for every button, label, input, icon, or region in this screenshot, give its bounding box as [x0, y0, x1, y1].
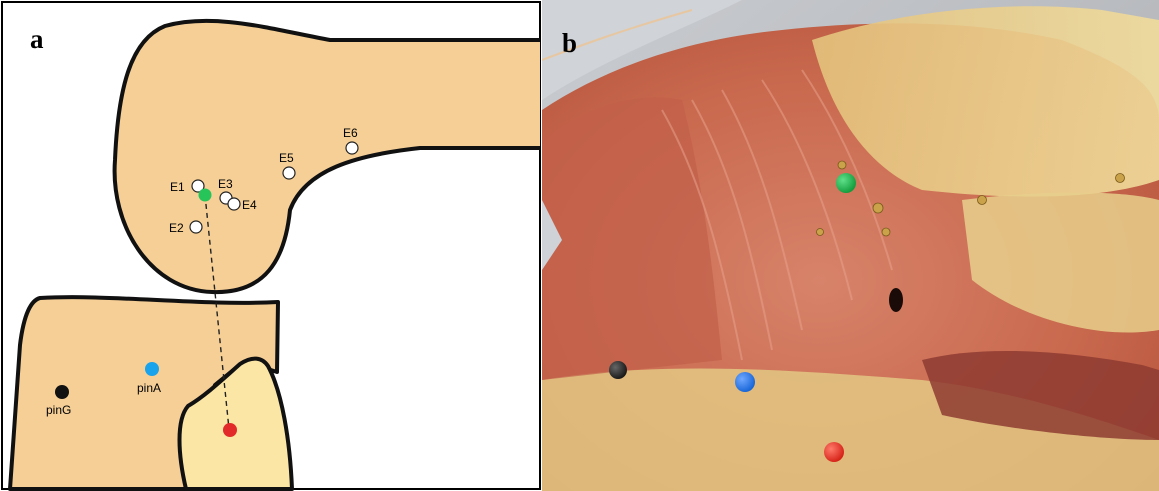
point-e5 [283, 167, 295, 179]
panel-b-letter: b [562, 28, 577, 58]
label-e6: E6 [343, 126, 358, 140]
pin-black [609, 361, 627, 379]
label-e5: E5 [279, 151, 294, 165]
label-e1: E1 [170, 180, 185, 194]
point-e2 [190, 221, 202, 233]
label-pin-a: pinA [137, 381, 161, 395]
label-pin-g: pinG [46, 403, 71, 417]
label-e4: E4 [242, 198, 257, 212]
red-marker [223, 423, 237, 437]
point-e4 [228, 198, 240, 210]
pin-blue [735, 372, 755, 392]
panel-a-letter: a [30, 24, 44, 54]
tissue-hole [889, 288, 903, 312]
pin-g-marker [55, 385, 69, 399]
panel-a-diagram: a E1 E2 E3 E4 E5 E6 pinA pinG [0, 0, 542, 491]
point-e6 [346, 142, 358, 154]
pin-a-marker [145, 362, 159, 376]
pin-green [836, 173, 856, 193]
green-marker [199, 189, 212, 202]
panel-b-photo: b [542, 0, 1159, 491]
label-e2: E2 [169, 221, 184, 235]
pin-red [824, 442, 844, 462]
label-e3: E3 [218, 177, 233, 191]
